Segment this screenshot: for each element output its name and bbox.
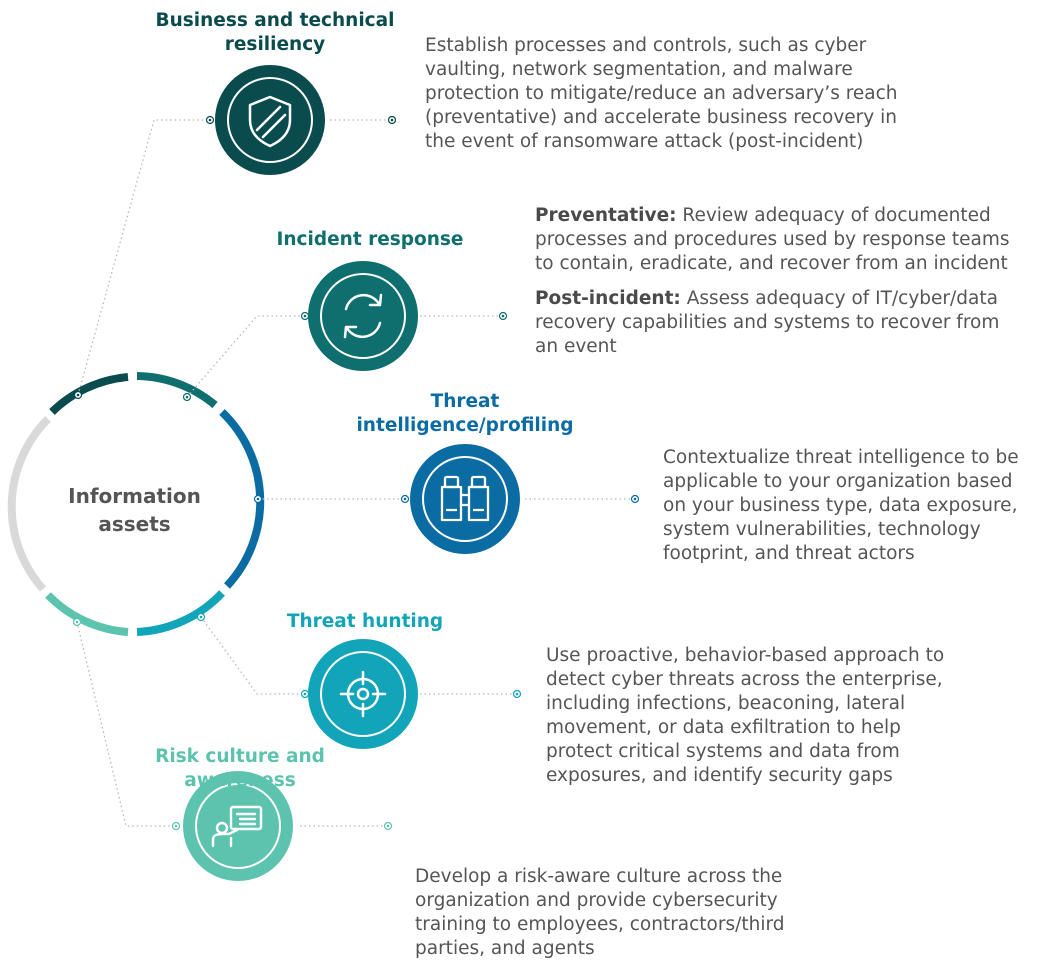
center-label-line2: assets	[98, 512, 171, 536]
preventative-paragraph: Preventative: Review adequacy of documen…	[535, 205, 1010, 274]
shield-icon-circle	[215, 65, 325, 175]
ring-segment-resiliency	[49, 373, 129, 415]
title-resiliency: Business and technical resiliency	[155, 10, 395, 55]
description-culture: Develop a risk-aware culture across the …	[415, 866, 785, 959]
title-culture: Risk culture and awareness	[155, 746, 325, 791]
training-icon	[211, 805, 263, 848]
connector-culture	[76, 621, 176, 827]
ring-segment-gray	[7, 416, 51, 592]
title-intelligence: Threat intelligence/profiling	[356, 391, 574, 436]
connector-dots	[72, 115, 640, 831]
title-incident: Incident response	[276, 229, 464, 250]
ring-segment-hunting	[136, 590, 225, 636]
post-incident-paragraph: Post-incident: Assess adequacy of IT/cyb…	[535, 288, 1000, 357]
refresh-icon	[343, 293, 383, 339]
ring-segment-incident	[136, 372, 218, 409]
training-icon-circle	[183, 771, 293, 881]
shield-icon	[248, 95, 292, 148]
title-hunting: Threat hunting	[286, 611, 444, 632]
refresh-icon-circle	[308, 261, 418, 371]
binoculars-icon-circle	[410, 444, 520, 554]
description-incident: Preventative: Review adequacy of documen…	[535, 204, 1045, 359]
crosshair-icon	[339, 670, 387, 718]
information-assets-ring	[7, 372, 265, 636]
crosshair-icon-circle	[308, 639, 418, 749]
center-label: Information assets	[32, 482, 237, 538]
ring-segment-culture	[45, 592, 129, 636]
connector-incident	[186, 315, 305, 398]
center-label-line1: Information	[68, 484, 201, 508]
description-resiliency: Establish processes and controls, such a…	[425, 35, 898, 152]
connector-resiliency	[77, 119, 210, 396]
connector-hunting	[200, 616, 305, 695]
description-intelligence: Contextualize threat intelligence to be …	[663, 447, 1019, 564]
binoculars-icon	[440, 475, 490, 522]
description-hunting: Use proactive, behavior-based approach t…	[546, 645, 945, 786]
connectors	[76, 119, 635, 827]
